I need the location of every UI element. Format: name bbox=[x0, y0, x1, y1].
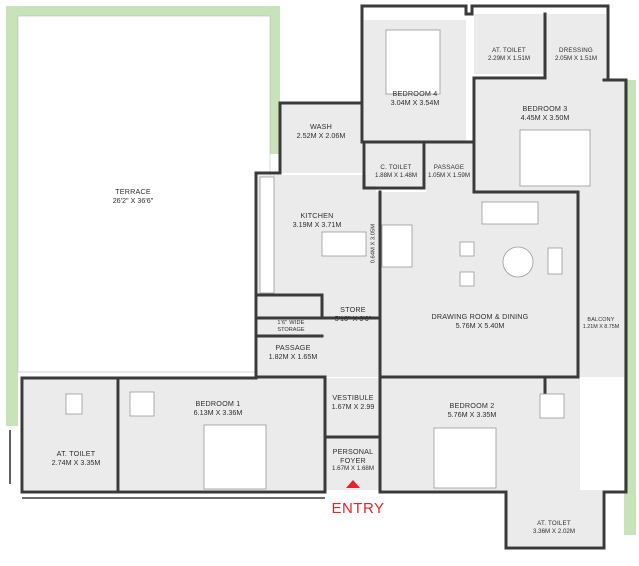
counter-label: 0.64M X 3.05M bbox=[370, 223, 377, 264]
passage-top-floor bbox=[426, 142, 474, 192]
dining-table bbox=[381, 224, 413, 268]
bed-4 bbox=[385, 29, 441, 95]
drawing-floor bbox=[376, 192, 576, 377]
planter-left bbox=[6, 6, 18, 426]
vanity-left bbox=[65, 393, 83, 415]
round-table bbox=[502, 246, 534, 278]
vestibule-floor bbox=[325, 378, 380, 436]
planter-right bbox=[270, 6, 280, 154]
kitchen-island bbox=[321, 231, 367, 257]
wash-floor bbox=[280, 103, 362, 173]
dressing-floor bbox=[546, 14, 606, 80]
entry-label: ENTRY bbox=[331, 500, 385, 517]
toilet-top-floor bbox=[474, 14, 544, 74]
chair-bed2 bbox=[539, 393, 565, 419]
sofa bbox=[481, 201, 539, 225]
terrace-area bbox=[17, 15, 271, 373]
kitchen-counter bbox=[259, 176, 275, 294]
chair-bed1 bbox=[129, 391, 155, 417]
planter-top bbox=[10, 6, 280, 16]
balcony-floor bbox=[576, 192, 624, 377]
chair-2 bbox=[459, 271, 475, 287]
entry-arrow-icon bbox=[346, 480, 360, 488]
chair-3 bbox=[547, 247, 563, 275]
toilet-bottom-floor bbox=[506, 490, 602, 546]
bed-3 bbox=[519, 129, 591, 187]
wall-outline bbox=[20, 4, 628, 550]
chair-1 bbox=[459, 241, 475, 257]
bed-2 bbox=[433, 427, 497, 489]
bed-1 bbox=[203, 424, 267, 490]
wall-inner bbox=[116, 12, 610, 494]
